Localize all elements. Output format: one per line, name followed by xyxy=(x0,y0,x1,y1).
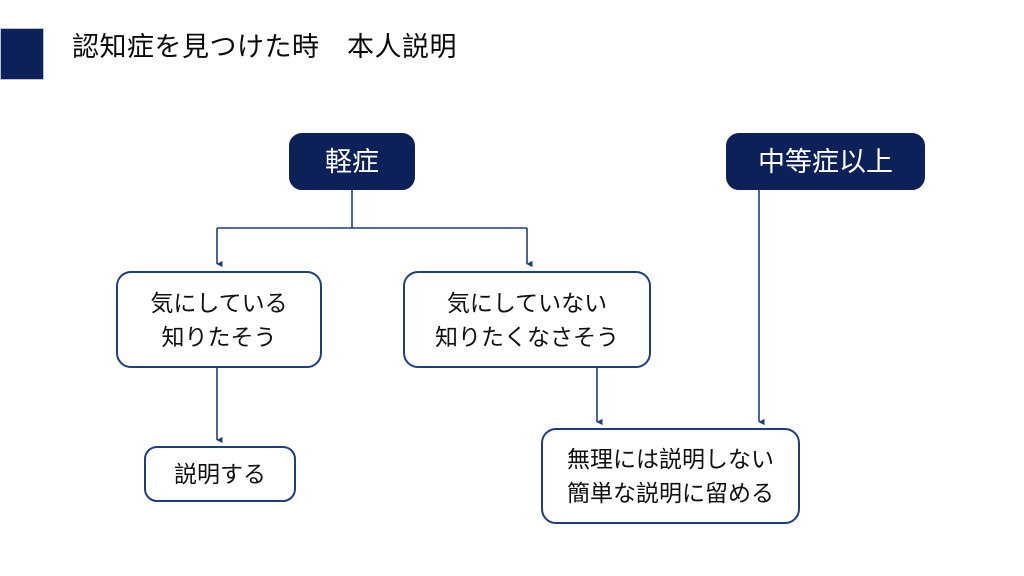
node-action-explain[interactable]: 説明する xyxy=(144,446,296,502)
node-patient-not-cares[interactable]: 気にしていない 知りたくなさそう xyxy=(403,271,651,368)
title-accent-square-icon xyxy=(0,28,44,80)
node-action-explain-label: 説明する xyxy=(174,461,266,487)
node-mild-severity[interactable]: 軽症 xyxy=(289,133,415,190)
node-moderate-or-above-severity[interactable]: 中等症以上 xyxy=(726,133,925,190)
node-action-limited-explanation[interactable]: 無理には説明しない 簡単な説明に留める xyxy=(541,428,800,524)
node-patient-cares-label: 気にしている 知りたそう xyxy=(150,289,288,350)
page-title: 認知症を見つけた時 本人説明 xyxy=(72,32,457,62)
node-patient-not-cares-label: 気にしていない 知りたくなさそう xyxy=(435,289,619,350)
slide-title-row: 認知症を見つけた時 本人説明 xyxy=(0,22,1024,80)
node-mild-severity-label: 軽症 xyxy=(325,146,379,177)
node-patient-cares[interactable]: 気にしている 知りたそう xyxy=(116,271,322,368)
node-moderate-or-above-severity-label: 中等症以上 xyxy=(758,146,893,177)
node-action-limited-explanation-label: 無理には説明しない 簡単な説明に留める xyxy=(567,446,774,506)
